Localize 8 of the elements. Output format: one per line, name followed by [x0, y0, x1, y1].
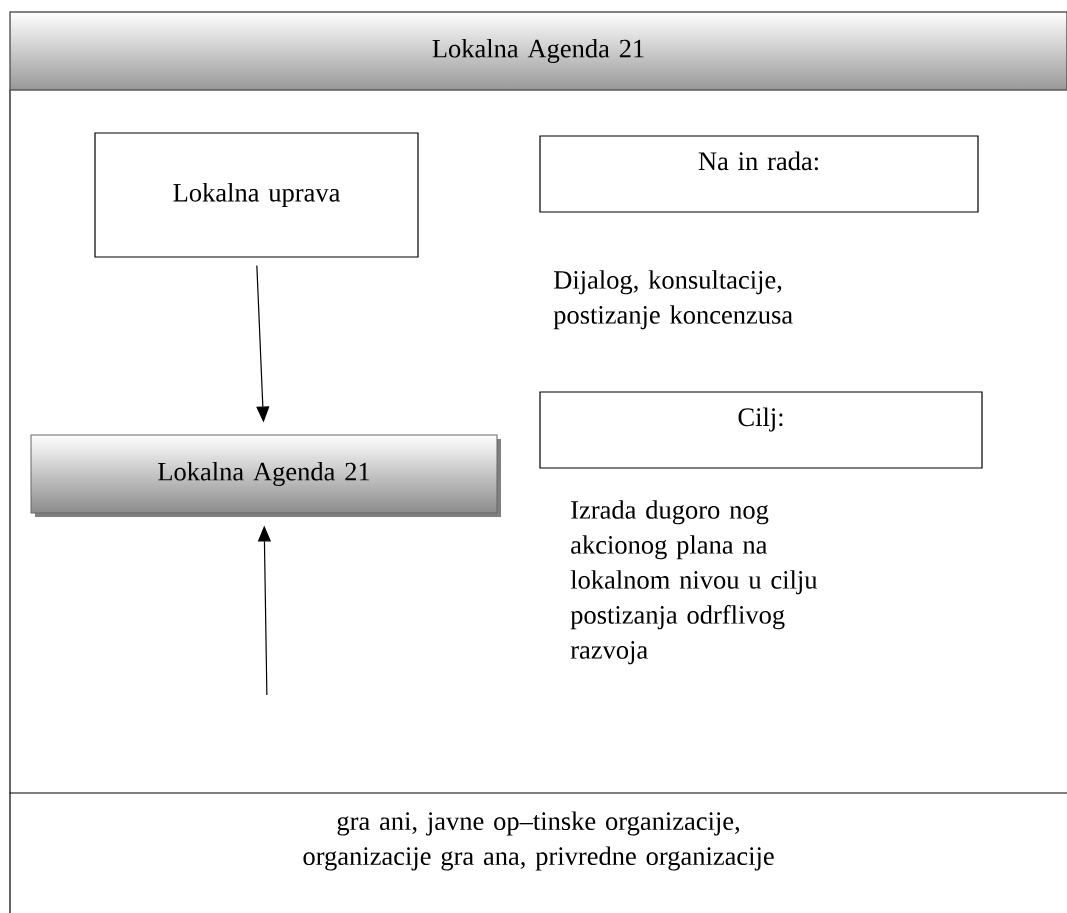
title-band: Lokalna Agenda 21 — [9, 11, 1067, 91]
group-box: gra ani, javne op–tinske organizacije, organizacije gra ana, privredne organizacije — [9, 792, 1067, 913]
process-box: Na in rada: — [539, 135, 979, 213]
note-text: Dijalog, konsultacije, postizanje koncenzusa — [553, 270, 793, 330]
process-box: Lokalna Agenda 21 — [30, 434, 501, 517]
process-box: Lokalna uprava — [94, 132, 419, 258]
note-text: Izrada dugoro nog akcionog plana na lokalnom nivou u cilju postizanja odrflivog razvoja — [570, 500, 818, 665]
process-box: Cilj: — [539, 391, 983, 469]
